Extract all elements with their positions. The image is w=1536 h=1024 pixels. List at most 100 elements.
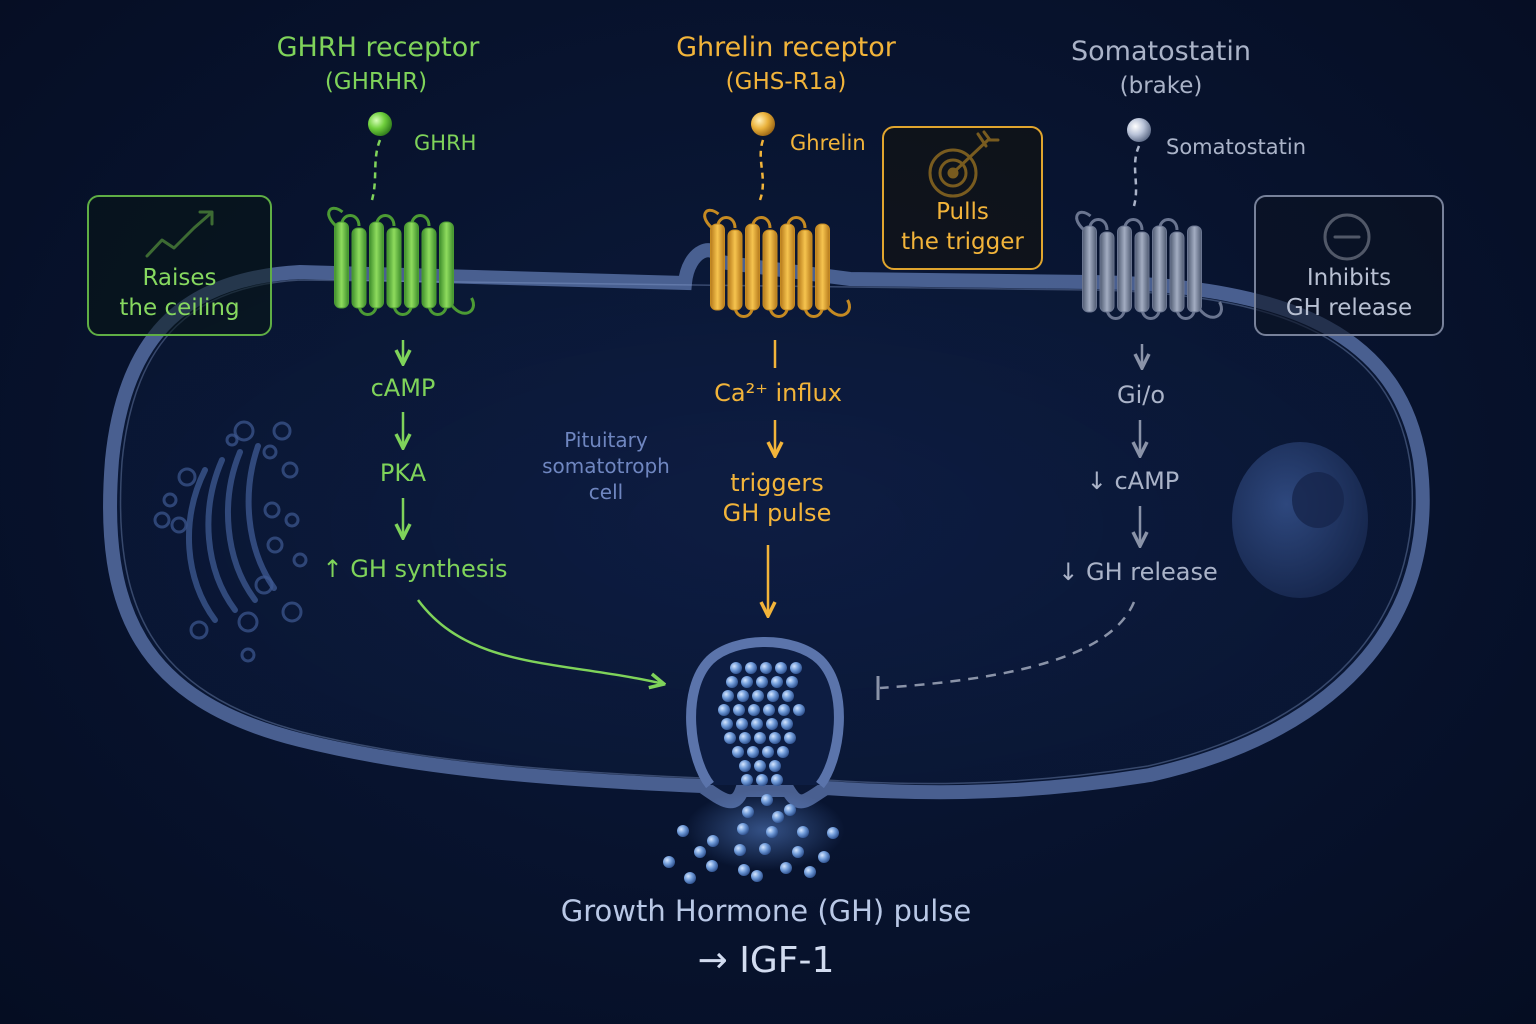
released-gh-particle: [772, 811, 784, 823]
gh-granule: [769, 732, 781, 744]
receptor-helix: [815, 223, 830, 311]
released-gh-particle: [742, 806, 754, 818]
gh-granule: [769, 760, 781, 772]
receptor-helix: [351, 227, 367, 309]
receptor-helix: [1117, 225, 1132, 313]
released-gh-particle: [797, 826, 809, 838]
gh-granule: [741, 676, 753, 688]
receptor-helix: [1134, 231, 1150, 313]
gh-granule: [733, 704, 745, 716]
receptor-helix: [762, 229, 778, 311]
ghrh-binding-line: [370, 139, 382, 201]
gh-granule: [778, 704, 790, 716]
gh-granule: [754, 732, 766, 744]
ghrh-step-pka: PKA: [379, 459, 427, 487]
gh-granule: [726, 676, 738, 688]
ghrh-ligand: [368, 112, 392, 136]
gh-granule: [763, 704, 775, 716]
released-gh-particle: [792, 846, 804, 858]
vesicle-dot: [262, 444, 278, 460]
gh-granule: [724, 732, 736, 744]
receptor-n-terminus: [1075, 210, 1092, 234]
receptor-helix: [404, 221, 419, 309]
vesicle-dot: [170, 516, 188, 534]
ghrh-ligand-label: GHRH: [414, 131, 477, 155]
released-gh-particle: [766, 826, 778, 838]
receptor-helix: [1082, 225, 1097, 313]
ghrh-receptor-title: GHRH receptor: [276, 32, 480, 63]
gh-granule: [748, 704, 760, 716]
ghrelin-step-gh-pulse: triggers GH pulse: [722, 469, 832, 527]
gh-granule: [739, 732, 751, 744]
ghrelin-ligand-label: Ghrelin: [790, 131, 866, 155]
released-gh-particle: [694, 846, 706, 858]
receptor-helix: [1169, 231, 1185, 313]
released-gh-particle: [827, 827, 839, 839]
inhibits-release-text: Inhibits GH release: [1285, 265, 1413, 322]
gh-granule: [718, 704, 730, 716]
pulls-trigger-text: Pulls the trigger: [901, 199, 1024, 256]
ghrelin-receptor-subtitle: (GHS-R1a): [725, 69, 847, 95]
somatostatin-binding-line: [1132, 145, 1141, 207]
inhibits-release-callout: Inhibits GH release: [1254, 195, 1444, 336]
gh-granule: [737, 690, 749, 702]
vesicle-dot: [233, 420, 255, 442]
somatostatin-title: Somatostatin: [1070, 36, 1252, 67]
gh-granule: [782, 690, 794, 702]
vesicle-dot: [189, 620, 209, 640]
released-gh-particle: [818, 851, 830, 863]
gh-granule: [762, 746, 774, 758]
vesicle-dot: [284, 512, 300, 528]
gh-granule: [767, 690, 779, 702]
cell-membrane-inner: [119, 279, 1414, 785]
sst-inhibition-line: [879, 601, 1136, 690]
ghrelin-ligand: [751, 112, 775, 136]
gh-granules: [718, 662, 805, 786]
raises-ceiling-text: Raises the ceiling: [119, 265, 240, 322]
receptor-helix: [334, 221, 349, 309]
gh-granule: [781, 718, 793, 730]
ghrh-step-camp: cAMP: [370, 374, 436, 402]
released-gh-particle: [759, 843, 771, 855]
gh-granule: [747, 746, 759, 758]
ghrelin-receptor-title: Ghrelin receptor: [676, 32, 896, 63]
receptor-c-terminus: [1196, 301, 1223, 319]
released-gh-particle: [761, 794, 773, 806]
gh-granule: [732, 746, 744, 758]
somatostatin-subtitle: (brake): [1119, 73, 1203, 99]
gh-granule: [751, 718, 763, 730]
ghrelin-receptor-protein: [703, 208, 851, 318]
raises-ceiling-callout: Raises the ceiling: [87, 195, 272, 336]
output-igf1: → IGF-1: [697, 940, 835, 981]
gh-granule: [721, 718, 733, 730]
gh-granule: [745, 662, 757, 674]
released-gh-particle: [751, 870, 763, 882]
gh-granule: [736, 718, 748, 730]
released-gh-particle: [684, 872, 696, 884]
gh-granule: [741, 774, 753, 786]
gh-granule: [784, 732, 796, 744]
vesicle-dot: [272, 421, 292, 441]
receptor-helix: [369, 221, 384, 309]
released-gh-particle: [780, 862, 792, 874]
pulls-trigger-callout: Pulls the trigger: [882, 126, 1043, 270]
nucleolus: [1292, 472, 1344, 528]
cytoplasmic-vesicles: [153, 420, 308, 663]
vesicle-dot: [240, 647, 256, 663]
ghrelin-binding-line: [758, 139, 765, 201]
cell-membrane: [103, 243, 1430, 809]
receptor-c-terminus: [448, 297, 475, 315]
receptor-n-terminus: [703, 208, 720, 232]
vesicle-dot: [281, 461, 299, 479]
gh-granule: [722, 690, 734, 702]
receptor-helix: [421, 227, 437, 309]
receptor-helix: [797, 229, 813, 311]
released-gh-particle: [707, 835, 719, 847]
gh-granule: [786, 676, 798, 688]
receptor-helix: [710, 223, 725, 311]
ghrh-receptor-subtitle: (GHRHR): [324, 69, 428, 95]
receptor-helix: [1152, 225, 1167, 313]
gh-granule: [790, 662, 802, 674]
vesicle-dot: [153, 511, 171, 529]
vesicle-dot: [237, 611, 259, 633]
